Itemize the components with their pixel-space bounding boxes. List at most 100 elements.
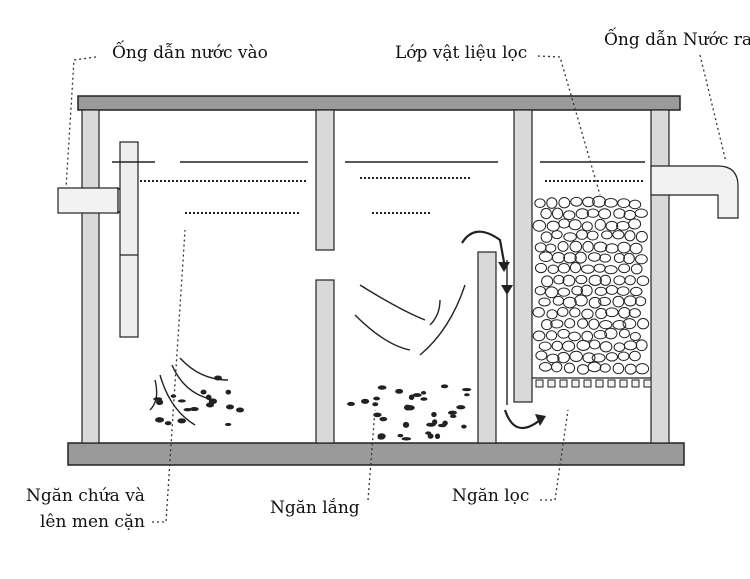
pebble	[547, 264, 559, 274]
pebble	[541, 318, 553, 331]
pebble	[636, 275, 650, 287]
pebble	[557, 287, 571, 297]
pebble	[616, 286, 630, 296]
pebble	[576, 364, 590, 375]
pebble	[557, 328, 570, 339]
pebble	[557, 351, 570, 364]
pebble	[558, 218, 571, 229]
pebble	[534, 242, 547, 253]
plate-hole	[571, 379, 580, 388]
pebble	[623, 295, 637, 307]
pebble	[582, 240, 594, 253]
pebble	[635, 254, 648, 265]
pebble	[545, 286, 559, 299]
pebble	[557, 306, 569, 317]
sludge-speck	[426, 422, 436, 427]
pebble	[562, 340, 576, 352]
pebble	[629, 350, 641, 362]
pebble	[563, 362, 576, 374]
pebble	[598, 208, 612, 220]
pebble	[603, 198, 618, 208]
sludge-deposits	[153, 375, 472, 441]
pebble	[553, 274, 565, 285]
tank-bottom-slab	[67, 442, 685, 466]
pebble	[580, 284, 593, 297]
pebble	[571, 285, 584, 296]
pebble	[613, 342, 626, 352]
pebble	[599, 319, 613, 330]
pebble	[635, 339, 648, 352]
pebble	[551, 230, 563, 240]
sludge-speck	[155, 417, 165, 423]
pebble	[617, 198, 631, 209]
right-outer-wall	[650, 109, 670, 444]
plate-hole	[535, 379, 544, 388]
pebble	[588, 274, 602, 286]
pebble	[532, 219, 547, 232]
pebble	[535, 350, 548, 361]
partition-wall-2-hanging	[513, 109, 533, 403]
pebble	[541, 275, 554, 288]
sludge-speck	[225, 422, 232, 427]
pebble	[599, 253, 612, 263]
sludge-speck	[456, 405, 466, 410]
sludge-speck	[177, 418, 187, 424]
label-storage-chamber-line1: Ngăn chứa và	[26, 486, 145, 506]
pebble	[568, 219, 582, 231]
pebble	[594, 286, 608, 296]
pebble	[546, 220, 560, 232]
pebble	[630, 263, 643, 275]
sludge-speck	[377, 385, 387, 390]
pebble	[574, 294, 588, 307]
pebble	[591, 353, 606, 363]
label-outlet-pipe: Ống dẫn Nước ra	[604, 30, 750, 50]
pebble	[593, 330, 608, 340]
pebble	[538, 297, 551, 307]
pebble	[557, 262, 571, 274]
pebble	[623, 252, 635, 265]
pebble	[581, 330, 594, 342]
pebble	[545, 243, 557, 253]
pebble	[618, 306, 631, 319]
sludge-speck	[401, 437, 412, 441]
pebble	[558, 197, 571, 209]
plate-hole	[559, 379, 568, 388]
pebble	[629, 242, 643, 255]
pebble	[538, 251, 553, 263]
sludge-speck	[377, 436, 385, 440]
sludge-speck	[412, 393, 422, 398]
pebble	[612, 295, 625, 308]
pebble	[594, 218, 606, 231]
plate-hole	[643, 379, 652, 388]
pebble	[605, 352, 618, 362]
pebble	[605, 243, 619, 254]
sludge-speck	[347, 401, 355, 406]
pebble	[618, 263, 631, 274]
pebble	[635, 363, 650, 375]
sludge-speck	[236, 407, 244, 413]
pebble	[599, 274, 612, 286]
pebble	[574, 251, 587, 264]
pebble	[586, 230, 599, 241]
pebble	[534, 198, 546, 209]
pebble	[575, 274, 588, 285]
pebble	[563, 210, 576, 221]
pebble	[637, 318, 650, 330]
partition-wall-1-lower	[315, 279, 335, 444]
sludge-speck	[183, 408, 192, 412]
pebble	[593, 241, 608, 253]
pebble	[534, 285, 546, 296]
outlet-pipe	[650, 165, 739, 219]
sludge-speck	[440, 384, 449, 389]
pebble	[576, 229, 588, 240]
pebble	[562, 296, 577, 309]
sludge-speck	[156, 399, 164, 406]
sludge-speck	[434, 433, 441, 439]
pebble	[551, 207, 564, 220]
pebble	[534, 262, 548, 274]
pebble	[552, 295, 564, 306]
pebble	[612, 230, 625, 240]
pebble	[587, 361, 602, 373]
pebble	[557, 241, 569, 252]
pebble	[581, 221, 593, 232]
